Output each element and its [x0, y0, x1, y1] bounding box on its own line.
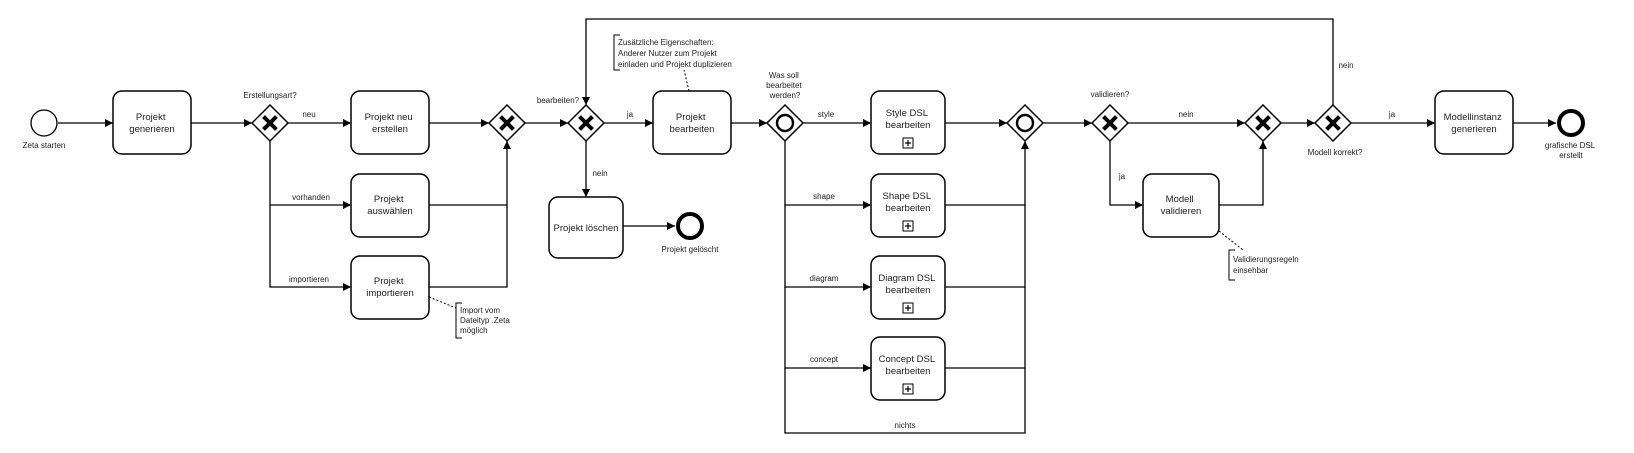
task-import[interactable]: Projekt importieren [350, 255, 430, 320]
subprocess-concept[interactable]: Concept DSL bearbeiten [870, 336, 946, 401]
svg-text:Projekt löschen: Projekt löschen [554, 223, 619, 234]
gateway-correct-exclusive[interactable] [1313, 103, 1353, 143]
svg-text:Projekt neu erstellen: Projekt neu erstellen [365, 112, 416, 135]
flow-label-nein-correct: nein [1338, 61, 1353, 70]
gateway-validate-merge-exclusive[interactable] [1243, 103, 1283, 143]
flow-nein-correct [582, 18, 1334, 105]
annotation-validate: Validierungsregeln einsehbar [1218, 230, 1301, 281]
collapsed-subprocess-icon [902, 220, 914, 232]
flow-label-ja-validate: ja [1118, 172, 1126, 181]
svg-text:Zusätzliche Eigenschaften:: Zusätzliche Eigenschaften: Anderer Nutze… [618, 38, 732, 69]
flow-shape-to-join [945, 141, 1029, 206]
svg-text:Diagram DSL bearbeiten: Diagram DSL bearbeiten [878, 273, 937, 296]
end-event-deleted[interactable] [676, 212, 704, 240]
svg-text:Concept DSL bearbeiten: Concept DSL bearbeiten [879, 354, 938, 377]
end-event-deleted-label: Projekt gelöscht [662, 245, 720, 254]
flow-validate-to-merge [1219, 141, 1267, 206]
annotation-edit: Zusätzliche Eigenschaften: Anderer Nutze… [613, 34, 732, 92]
flow-labels: neu vorhanden importieren ja nein style … [289, 61, 1396, 430]
gateway-what-label: Was soll bearbeitet werden? [766, 71, 804, 100]
flow-label-style: style [818, 110, 835, 119]
collapsed-subprocess-icon [902, 302, 914, 314]
svg-text:Modellinstanz generieren: Modellinstanz generieren [1444, 112, 1505, 135]
svg-text:Projekt generieren: Projekt generieren [129, 112, 174, 135]
gateway-validate-exclusive[interactable] [1090, 103, 1130, 143]
gateway-what-inclusive[interactable] [765, 103, 805, 143]
start-event[interactable] [30, 109, 58, 137]
gateway-creation-label: Erstellungsart? [243, 91, 297, 100]
start-event-label: Zeta starten [23, 141, 66, 150]
flow-label-vorhanden: vorhanden [292, 193, 330, 202]
end-event-final[interactable] [1557, 109, 1585, 137]
flow-label-shape: shape [813, 192, 835, 201]
flow-concept-to-join [945, 287, 1026, 369]
flow-importieren [269, 205, 351, 291]
task-generate[interactable]: Projekt generieren [112, 90, 192, 155]
collapsed-subprocess-icon [902, 137, 914, 149]
svg-text:Shape DSL bearbeiten: Shape DSL bearbeiten [883, 191, 934, 214]
svg-text:Projekt importieren: Projekt importieren [366, 276, 414, 299]
svg-text:Modell validieren: Modell validieren [1161, 194, 1202, 217]
gateway-edit-label: bearbeiten? [537, 96, 580, 105]
flow-label-nichts: nichts [895, 421, 916, 430]
sequence-flows [58, 18, 1556, 434]
end-event-final-label: grafische DSL erstellt [1545, 141, 1597, 160]
subprocess-shape[interactable]: Shape DSL bearbeiten [870, 173, 946, 238]
svg-text:Validierungsregeln einse: Validierungsregeln einsehbar [1233, 255, 1301, 275]
flow-label-importieren: importieren [289, 275, 329, 284]
svg-text:Import vom Dateityp .Zet: Import vom Dateityp .Zeta möglich [460, 306, 512, 335]
flow-label-nein-delete: nein [592, 169, 607, 178]
annotation-import: Import vom Dateityp .Zeta möglich [428, 296, 512, 339]
svg-text:Projekt auswählen: Projekt auswählen [367, 194, 412, 217]
flow-label-ja-correct: ja [1388, 110, 1396, 119]
flow-nichts [784, 368, 1026, 434]
flow-ja-validate [1109, 141, 1143, 209]
gateway-correct-label: Modell korrekt? [1308, 148, 1363, 157]
task-instance[interactable]: Modellinstanz generieren [1434, 90, 1514, 155]
subprocess-style[interactable]: Style DSL bearbeiten [870, 90, 946, 155]
task-create[interactable]: Projekt neu erstellen [350, 90, 430, 155]
task-delete[interactable]: Projekt löschen [548, 196, 624, 259]
flow-select-to-merge [429, 141, 511, 206]
gateway-join-inclusive[interactable] [1005, 103, 1045, 143]
gateway-merge-exclusive[interactable] [487, 103, 527, 143]
gateway-creation-exclusive[interactable] [250, 103, 290, 143]
flow-label-concept: concept [810, 355, 839, 364]
collapsed-subprocess-icon [902, 383, 914, 395]
flow-import-to-merge [429, 205, 508, 288]
subprocess-diagram[interactable]: Diagram DSL bearbeiten [870, 255, 946, 320]
flow-label-ja-edit: ja [626, 110, 634, 119]
flow-diagram-to-join [945, 205, 1026, 288]
gateway-validate-label: validieren? [1091, 90, 1130, 99]
flow-label-diagram: diagram [810, 274, 839, 283]
task-select[interactable]: Projekt auswählen [350, 173, 430, 238]
svg-text:Projekt bearbeiten: Projekt bearbeiten [670, 112, 715, 135]
task-validate[interactable]: Modell validieren [1142, 173, 1220, 238]
flow-label-neu: neu [302, 110, 315, 119]
svg-text:Style DSL bearbeiten: Style DSL bearbeiten [886, 108, 931, 131]
flow-label-nein-validate: nein [1178, 110, 1193, 119]
gateway-edit-exclusive[interactable] [566, 103, 606, 143]
task-edit[interactable]: Projekt bearbeiten [652, 90, 732, 155]
